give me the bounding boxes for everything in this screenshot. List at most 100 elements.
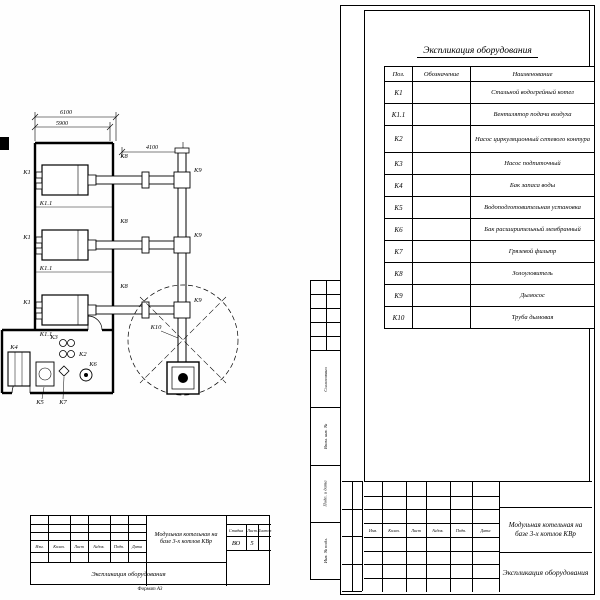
tag-k1_1-1: К1.1 [39, 200, 52, 207]
building-walls [0, 141, 115, 395]
format-label: Формат А3 [137, 587, 163, 592]
stamp-sheets-label: Листов [257, 527, 272, 533]
tag-k1_1-2: К1.1 [39, 265, 52, 272]
plan-title-block: Изм. Колич. Лист №док. Подп. Дата Модуль… [30, 515, 272, 586]
col-header-name: Наименование [470, 66, 595, 82]
spec-row: К8 Золоуловитель [384, 262, 595, 285]
spec-row: К4 Бак запаса воды [384, 174, 595, 197]
margin-podp-data: Подп. и дата [311, 466, 340, 523]
tag-k1-2: К1 [22, 234, 31, 241]
stamp-project-name: Модульная котельная на базе 3-х котлов К… [508, 520, 583, 538]
chimney-axis-lines [139, 296, 227, 384]
spec-row: К3 Насос подпиточный [384, 152, 595, 175]
wall-section-mark [0, 137, 9, 150]
dim-4100-label: 4100 [146, 144, 158, 151]
spec-name: Насос циркуляционный сетевого контура [470, 125, 595, 153]
spec-name: Золоуловитель [470, 262, 595, 285]
tag-k8-3: К8 [119, 283, 128, 290]
tag-k6: К6 [88, 361, 97, 368]
ash-collector-2 [141, 236, 150, 254]
spec-row: К5 Водоподготовительная установка [384, 196, 595, 219]
stamp-col-data: Дата [480, 527, 491, 533]
spec-pos: К3 [384, 152, 413, 175]
ash-collector-3 [141, 301, 150, 319]
annex-leaders [41, 376, 65, 400]
tag-k9-2: К9 [193, 232, 202, 239]
spec-designation [412, 196, 471, 219]
col-header-pos: Поз. [384, 66, 413, 82]
k10-leader [160, 330, 179, 339]
dimension-lines [31, 112, 187, 157]
tag-k1_1-3: К1.1 [39, 331, 52, 338]
stamp-stage-label: Стадия [228, 527, 244, 533]
spec-title-block: Изм. Колич. Лист №док. Подп. Дата Модуль… [364, 481, 592, 592]
boiler-1 [35, 164, 97, 196]
spec-name: Труба дымовая [470, 306, 595, 329]
spec-row: К7 Грязевой фильтр [384, 240, 595, 263]
stamp-sheet-label: Лист [247, 527, 257, 533]
spec-sheet: Экспликация оборудования Поз. Обозначени… [340, 5, 595, 595]
spec-pos: К1 [384, 81, 413, 104]
attestation-grid [311, 281, 340, 351]
spec-pos: К6 [384, 218, 413, 241]
stamp-stage-value: ВО [231, 539, 241, 547]
attestation-strip: Согласовано Взам. инв. № Подп. и дата Ин… [310, 280, 341, 580]
margin-vzam-inv: Взам. инв. № [311, 408, 340, 466]
spec-pos: К7 [384, 240, 413, 263]
flue-pipe-1 [95, 175, 179, 185]
chimney-base [171, 366, 195, 390]
spec-name: Дымосос [470, 284, 595, 307]
annex-equipment [7, 339, 93, 387]
spec-name: Вентилятор подачи воздуха [470, 103, 595, 126]
spec-pos: К5 [384, 196, 413, 219]
spec-designation [412, 174, 471, 197]
spec-pos: К10 [384, 306, 413, 329]
spec-pos: К1.1 [384, 103, 413, 126]
spec-row: К1.1 Вентилятор подачи воздуха [384, 103, 595, 126]
duct-junction-3 [173, 301, 191, 319]
tag-k8-2: К8 [119, 218, 128, 225]
tag-k5: К5 [35, 399, 44, 406]
stamp-sheet-value: 5 [250, 539, 254, 547]
stamp-doc-title: Экспликация оборудования [91, 570, 166, 578]
spec-header-row: Поз. Обозначение Наименование [384, 66, 595, 82]
dim-5900-label: 5900 [56, 121, 68, 127]
bay-lines [35, 206, 113, 273]
stamp-col-ndok: №док. [432, 527, 444, 533]
spec-pos: К8 [384, 262, 413, 285]
spec-designation [412, 240, 471, 263]
dim-6100-label: 6100 [60, 110, 72, 116]
spec-designation [412, 218, 471, 241]
duct-junction-2 [173, 236, 191, 254]
tag-k8-1: К8 [119, 153, 128, 160]
spec-pos: К4 [384, 174, 413, 197]
spec-row: К10 Труба дымовая [384, 306, 595, 329]
stamp-col-kolich: Колич. [388, 527, 400, 533]
spec-designation [412, 125, 471, 153]
spec-pos: К9 [384, 284, 413, 307]
boiler-plan-drawing: 6100 5900 4100 [0, 110, 239, 406]
spec-designation [412, 81, 471, 104]
boiler-2 [35, 229, 97, 261]
spec-designation [412, 262, 471, 285]
stamp-doc-title: Экспликация оборудования [502, 567, 589, 577]
spec-name: Водоподготовительная установка [470, 196, 595, 219]
flue-pipe-2 [95, 240, 179, 250]
stamp-col-list: Лист [411, 527, 421, 533]
spec-row: К9 Дымосос [384, 284, 595, 307]
tag-k1-3: К1 [22, 299, 31, 306]
spec-name: Насос подпиточный [470, 152, 595, 175]
stamp-project-name: Модульная котельная на базе 3-х котлов К… [154, 531, 218, 546]
spec-designation [412, 152, 471, 175]
plan-sheet: 6100 5900 4100 [0, 110, 272, 592]
chimney-clearance-circle [127, 284, 239, 396]
col-header-designation: Обозначение [412, 66, 471, 82]
spec-name: Бак запаса воды [470, 174, 595, 197]
spec-name: Грязевой фильтр [470, 240, 595, 263]
spec-title: Экспликация оборудования [364, 40, 591, 58]
margin-inv-podl: Инв. № подл. [322, 538, 328, 564]
